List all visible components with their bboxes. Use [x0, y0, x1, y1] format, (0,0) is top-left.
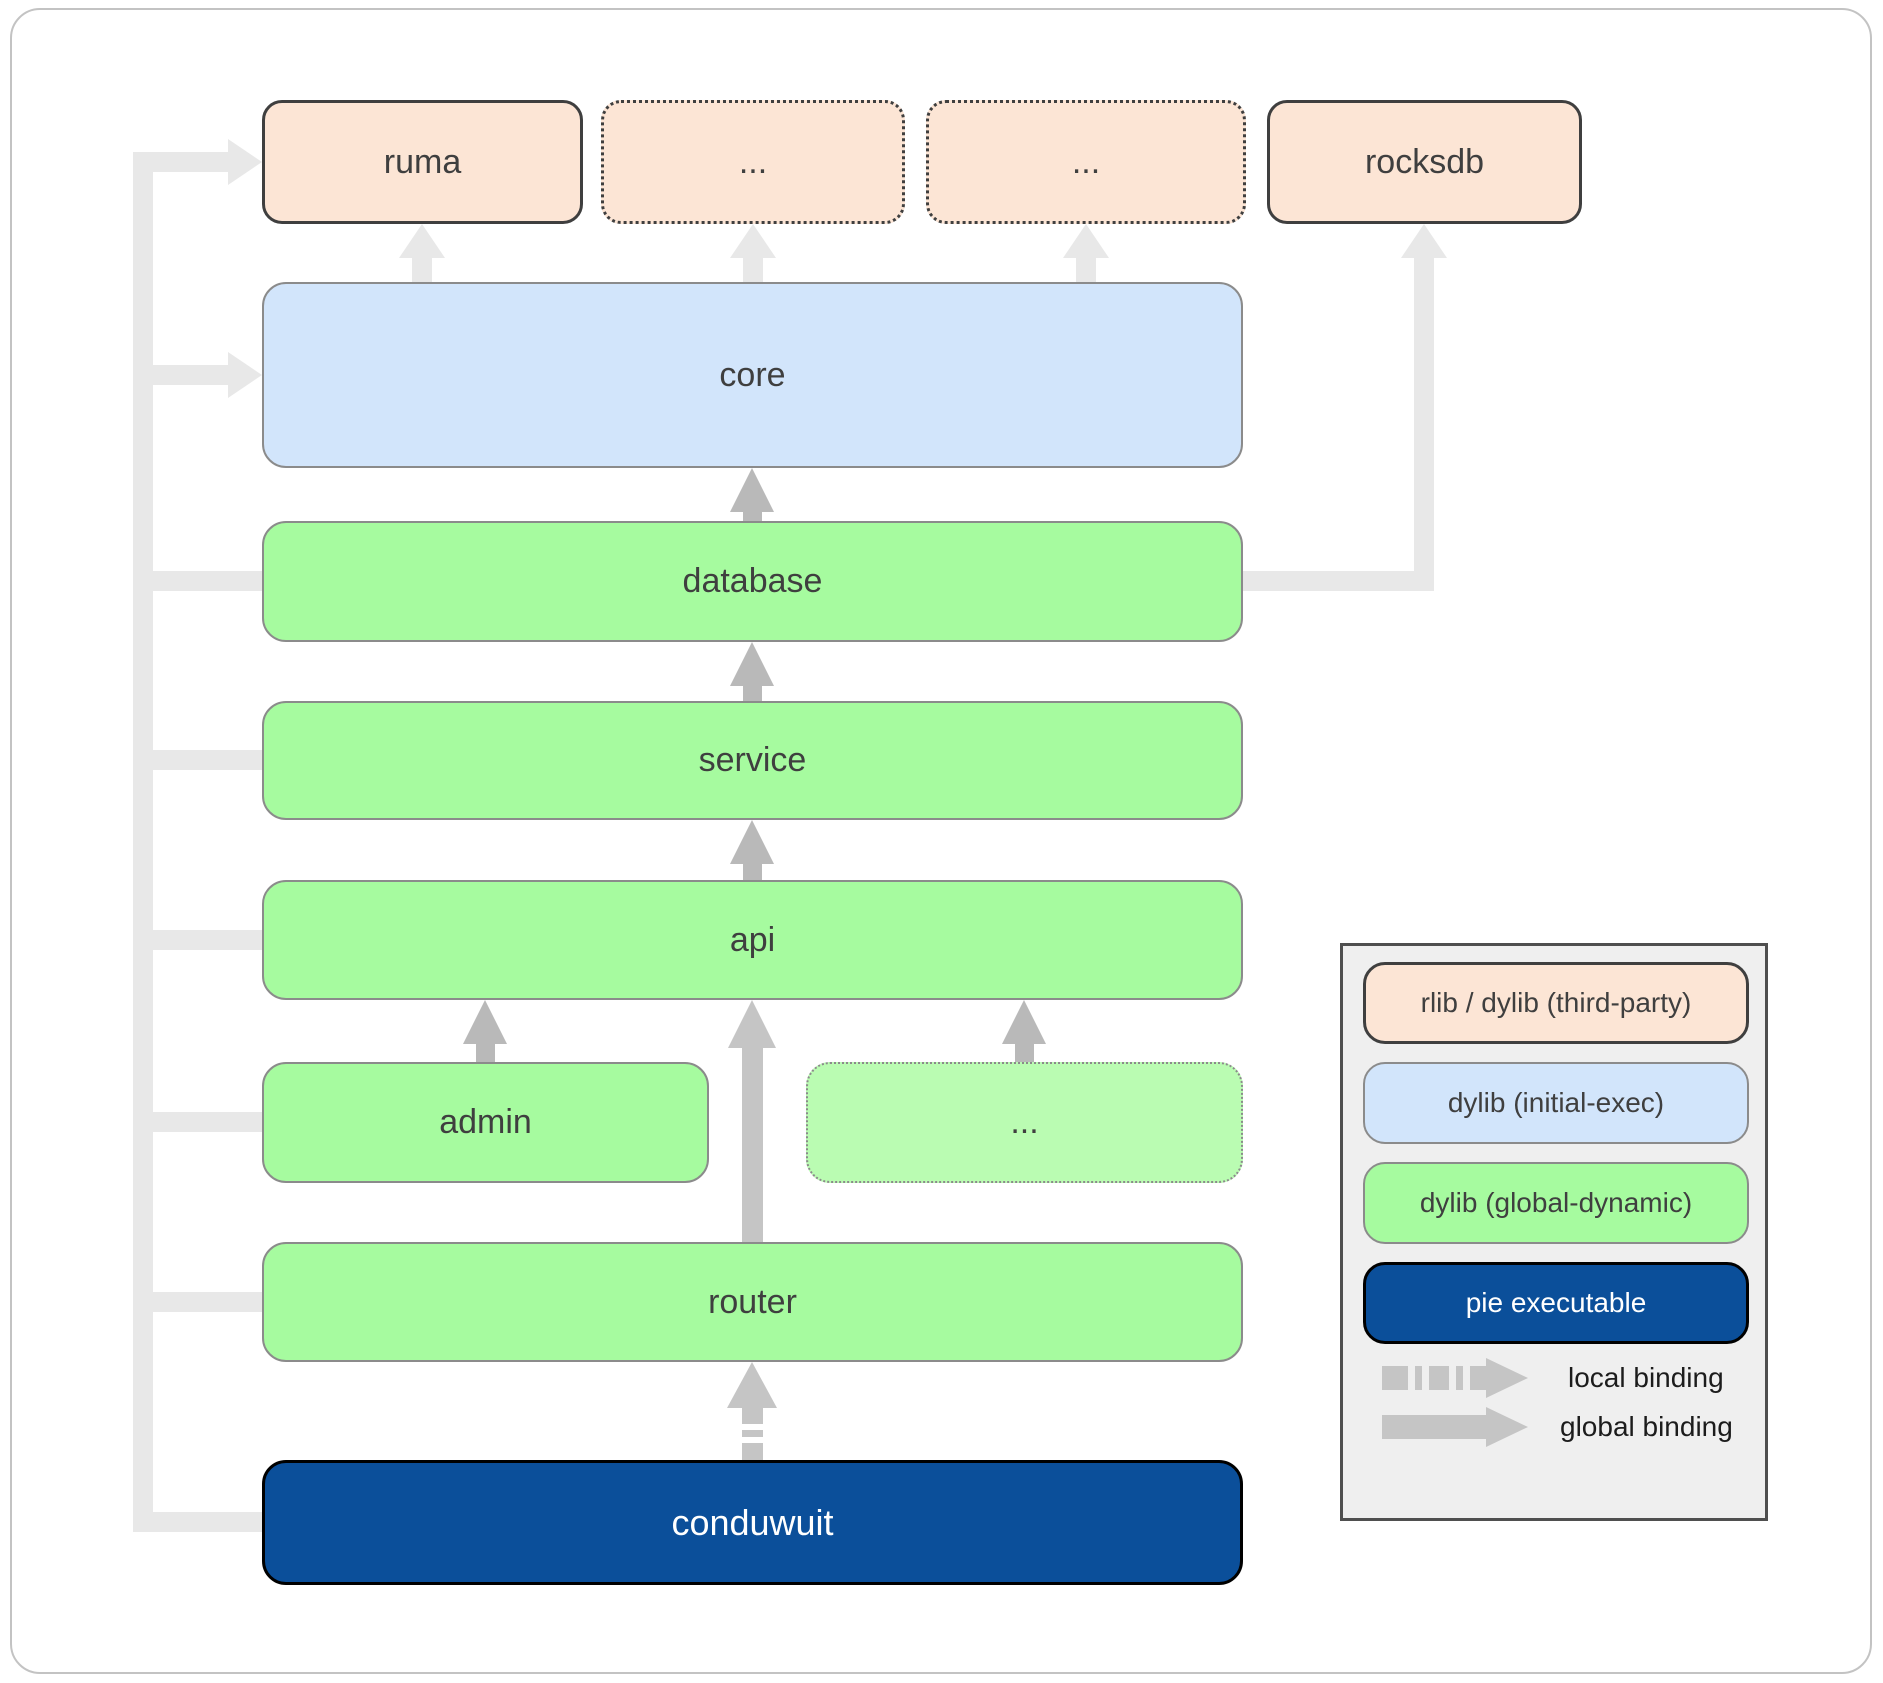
- legend-item-initial-exec-label: dylib (initial-exec): [1447, 1087, 1665, 1118]
- node-ruma-label: ruma: [383, 142, 462, 181]
- legend-item-third-party-label: rlib / dylib (third-party): [1420, 987, 1692, 1018]
- arrow-router-to-api-head: [728, 1000, 776, 1048]
- arrow-conduwuit-to-router-head: [727, 1362, 777, 1408]
- dash-segment: [1470, 1366, 1486, 1390]
- node-database: database: [262, 521, 1243, 642]
- legend-local-binding-text: local binding: [1568, 1362, 1724, 1393]
- node-third-party-more-1-label: ...: [738, 142, 768, 181]
- edge-branch-router: [133, 1292, 262, 1312]
- arrow-admin-to-api-head: [463, 1000, 507, 1044]
- legend-local-binding-arrow: [1382, 1366, 1542, 1390]
- arrow-core-to-ruma-head: [399, 224, 445, 258]
- edge-branch-api: [133, 930, 262, 950]
- arrow-admin-to-api-shaft: [476, 1042, 495, 1062]
- dash-segment: [1456, 1366, 1463, 1390]
- node-third-party-more-2-label: ...: [1071, 142, 1101, 181]
- node-dylib-more-label: ...: [1010, 1103, 1039, 1141]
- legend-item-global-dynamic: dylib (global-dynamic): [1363, 1162, 1749, 1244]
- edge-branch-admin: [133, 1112, 262, 1132]
- legend-global-binding-arrowhead: [1486, 1407, 1528, 1447]
- arrow-api-to-service-head: [730, 820, 774, 864]
- arrow-core-to-more2-shaft: [1076, 256, 1096, 282]
- node-dylib-more: ...: [806, 1062, 1243, 1183]
- arrow-api-to-service-shaft: [743, 862, 762, 880]
- node-rocksdb: rocksdb: [1267, 100, 1582, 224]
- dash-segment: [1429, 1366, 1449, 1390]
- node-router-label: router: [708, 1282, 797, 1321]
- arrow-core-to-more1-shaft: [743, 256, 763, 282]
- node-core: core: [262, 282, 1243, 468]
- node-admin: admin: [262, 1062, 709, 1183]
- legend-local-binding-arrowhead: [1486, 1358, 1528, 1398]
- legend-item-pie-executable: pie executable: [1363, 1262, 1749, 1344]
- arrow-core-to-more1-head: [730, 224, 776, 258]
- arrow-dash-gap: [742, 1437, 763, 1443]
- dash-segment: [1415, 1366, 1422, 1390]
- node-conduwuit: conduwuit: [262, 1460, 1243, 1585]
- node-third-party-more-2: ...: [926, 100, 1246, 224]
- node-core-label: core: [719, 355, 786, 394]
- legend-item-third-party: rlib / dylib (third-party): [1363, 962, 1749, 1044]
- edge-trunk-vertical: [133, 152, 153, 1532]
- arrow-router-to-api-shaft: [742, 1046, 763, 1242]
- edge-branch-database: [133, 571, 262, 591]
- arrow-service-to-database-head: [730, 642, 774, 686]
- node-api: api: [262, 880, 1243, 1000]
- arrowhead-into-ruma: [228, 139, 262, 185]
- node-router: router: [262, 1242, 1243, 1362]
- edge-branch-ruma: [133, 152, 229, 172]
- arrowhead-into-core: [228, 352, 262, 398]
- arrow-more-to-api-shaft: [1015, 1042, 1034, 1062]
- edge-branch-service: [133, 750, 262, 770]
- arrow-database-to-core-shaft: [743, 510, 762, 521]
- arrow-database-to-core-head: [730, 468, 774, 512]
- node-rocksdb-label: rocksdb: [1364, 142, 1485, 181]
- legend-item-pie-executable-label: pie executable: [1465, 1287, 1647, 1318]
- node-service-label: service: [698, 741, 807, 779]
- arrow-more-to-api-head: [1002, 1000, 1046, 1044]
- node-third-party-more-1: ...: [601, 100, 905, 224]
- node-database-label: database: [682, 562, 823, 600]
- node-ruma: ruma: [262, 100, 583, 224]
- edge-database-rocksdb-horizontal: [1243, 571, 1434, 591]
- legend-global-binding-label: global binding: [1560, 1409, 1733, 1445]
- dash-segment: [1382, 1366, 1408, 1390]
- legend-global-binding-arrow: [1382, 1415, 1486, 1439]
- arrow-core-to-more2-head: [1063, 224, 1109, 258]
- legend-global-binding-text: global binding: [1560, 1411, 1733, 1442]
- arrow-conduwuit-to-router-shaft: [742, 1406, 763, 1460]
- node-service: service: [262, 701, 1243, 820]
- legend-item-global-dynamic-label: dylib (global-dynamic): [1419, 1187, 1693, 1218]
- node-admin-label: admin: [439, 1103, 532, 1141]
- edge-branch-core: [133, 365, 229, 385]
- arrow-dash-gap: [742, 1424, 763, 1430]
- arrowhead-into-rocksdb: [1401, 224, 1447, 258]
- arrow-core-to-ruma-shaft: [412, 256, 432, 282]
- arrow-service-to-database-shaft: [743, 684, 762, 701]
- edge-branch-conduwuit: [133, 1512, 262, 1532]
- node-conduwuit-label: conduwuit: [671, 1501, 834, 1543]
- legend-local-binding-label: local binding: [1568, 1360, 1724, 1396]
- legend-item-initial-exec: dylib (initial-exec): [1363, 1062, 1749, 1144]
- edge-database-rocksdb-vertical: [1414, 256, 1434, 591]
- node-api-label: api: [729, 920, 776, 959]
